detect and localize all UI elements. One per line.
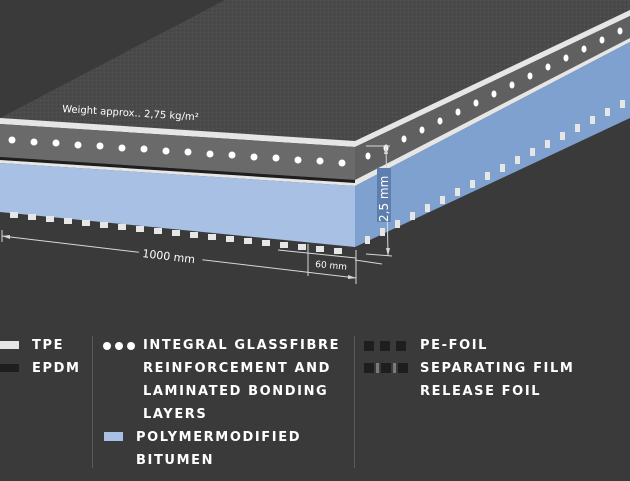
thickness-label: 2,5 mm xyxy=(377,176,391,222)
pe-foil-swatch xyxy=(364,341,408,351)
reinforcement-band-front xyxy=(0,124,355,180)
overlap-label: 60 mm xyxy=(315,260,348,273)
release-foil-side xyxy=(365,100,625,244)
thickness-label-bg xyxy=(377,168,391,222)
pe-foil-label: PE-FOIL xyxy=(420,338,489,353)
epdm-layer-front xyxy=(0,157,355,183)
release-foil-front xyxy=(10,212,342,254)
tpe-layer-side xyxy=(355,10,630,147)
glassfibre-label-line3: LAMINATED BONDING xyxy=(143,384,329,399)
epdm-label: EPDM xyxy=(32,361,81,376)
width-label: 1000 mm xyxy=(142,247,196,266)
tpe-layer-front xyxy=(0,118,355,147)
bitumen-label-line2: BITUMEN xyxy=(136,453,215,468)
bitumen-label-line1: POLYMERMODIFIED xyxy=(136,430,302,445)
release-foil-swatch xyxy=(364,363,408,373)
glassfibre-swatch xyxy=(103,341,137,351)
tpe-label: TPE xyxy=(32,338,65,353)
release-foil-label-line2: RELEASE FOIL xyxy=(420,384,542,399)
bonding-line-front xyxy=(0,160,355,186)
legend-divider-2 xyxy=(354,336,355,468)
glassfibre-label-line2: REINFORCEMENT AND xyxy=(143,361,331,376)
bitumen-layer-side xyxy=(355,42,630,247)
release-foil-label-line1: SEPARATING FILM xyxy=(420,361,575,376)
width-label-bg xyxy=(138,242,204,264)
membrane-cross-section-diagram: Weight approx.. 2,75 kg/m² 1000 mm 60 mm… xyxy=(0,0,630,284)
legend-divider-1 xyxy=(92,336,93,468)
overlap-dimension xyxy=(277,244,357,276)
glassfibre-label-line1: INTEGRAL GLASSFIBRE xyxy=(143,338,341,353)
bonding-line-side xyxy=(355,38,630,186)
epdm-swatch xyxy=(0,364,19,372)
glassfibre-dots-side xyxy=(365,27,623,160)
membrane-top-surface xyxy=(0,0,630,144)
bitumen-swatch xyxy=(104,432,123,441)
glassfibre-dots-front xyxy=(8,136,346,167)
glassfibre-label-line4: LAYERS xyxy=(143,407,208,422)
bitumen-layer-front xyxy=(0,163,355,247)
tpe-swatch xyxy=(0,341,19,349)
reinforcement-band-side xyxy=(355,16,630,180)
